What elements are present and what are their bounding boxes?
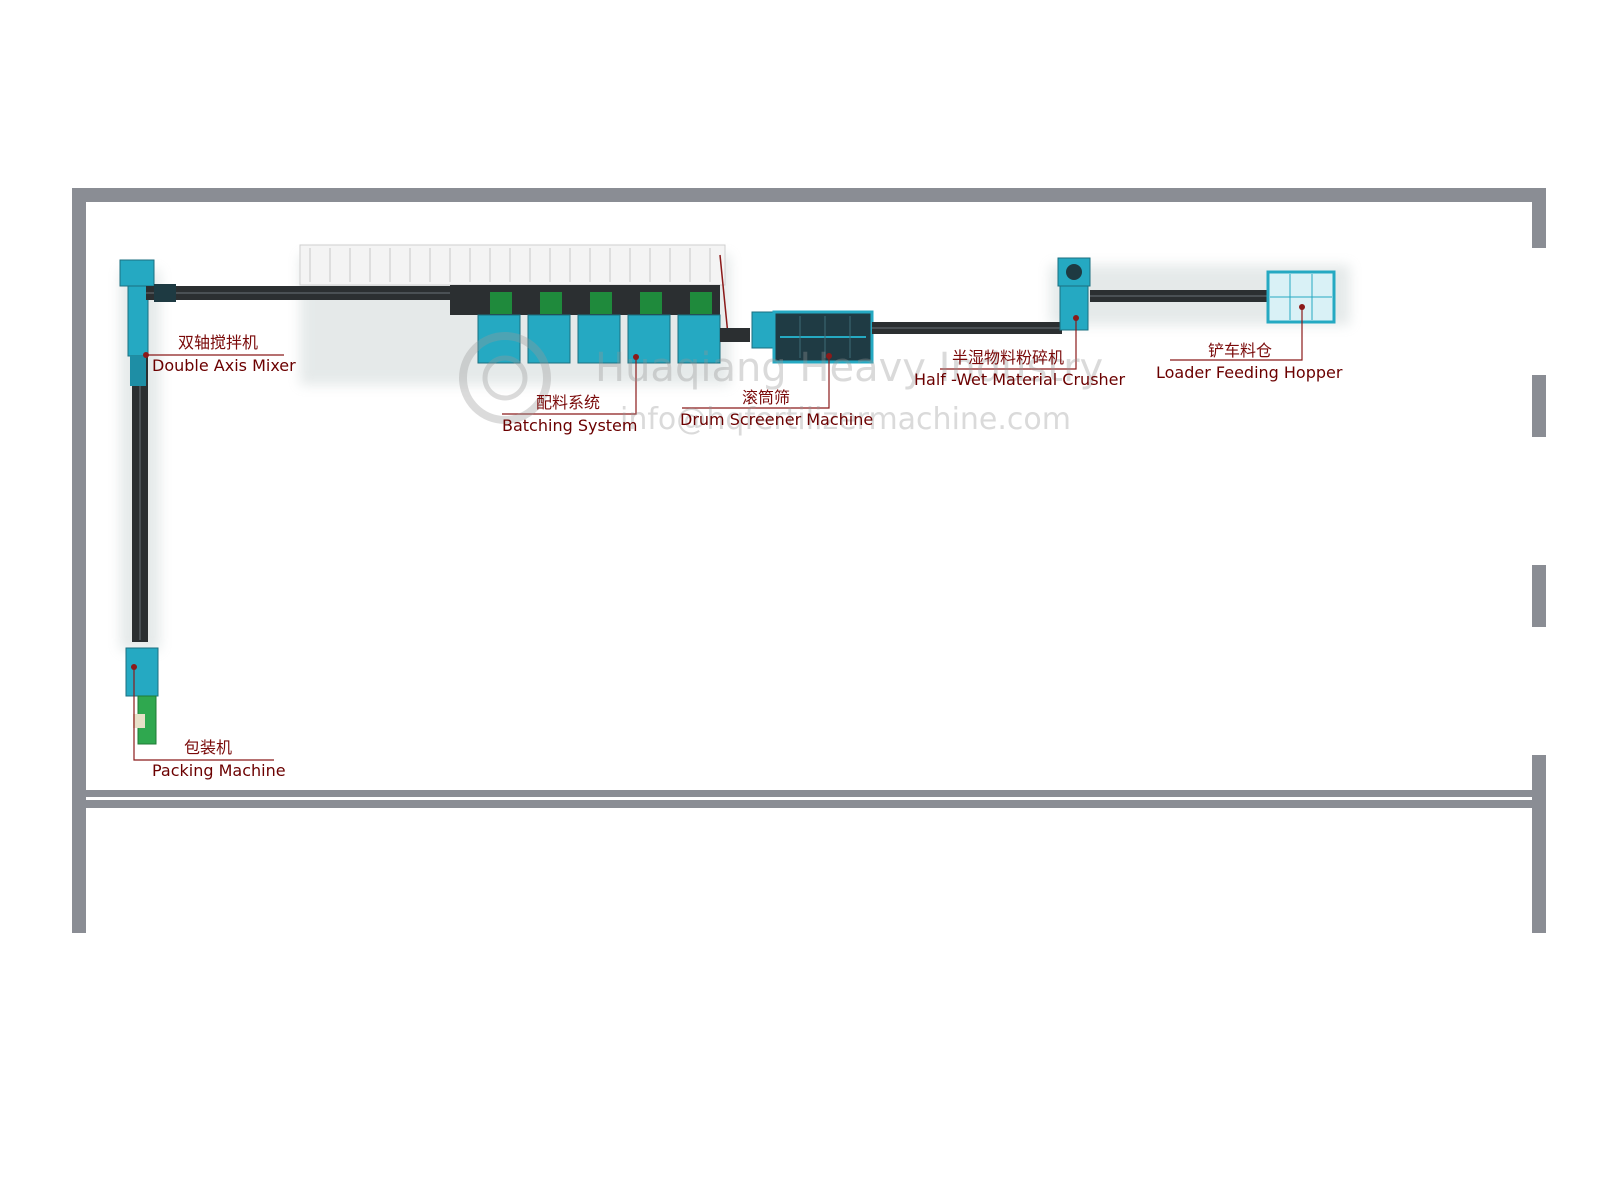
label-drum-zh: 滚筒筛 [742,388,791,407]
wall-right-seg3 [1532,565,1546,627]
watermark-logo [459,332,551,424]
crusher-conveyor [872,322,1062,334]
wall-right-top [1532,188,1546,248]
wall-left [72,188,86,933]
wall-bottom [86,800,1546,808]
label-hopper-en: Loader Feeding Hopper [1156,363,1343,382]
label-hopper-zh: 铲车料仓 [1208,341,1273,360]
leader-crusher [940,318,1077,370]
hopper-conveyor [1090,290,1270,302]
label-crusher-en: Half -Wet Material Crusher [914,370,1126,389]
drum-screener [751,310,874,364]
label-packing-en: Packing Machine [152,761,286,780]
half-wet-crusher [1057,257,1091,331]
watermark-email: info@hqfertilizermachine.com [620,402,1071,437]
label-drum-en: Drum Screener Machine [680,410,874,429]
wall-right-seg2 [1532,375,1546,437]
label-mixer-en: Double Axis Mixer [152,356,296,375]
label-batching-zh: 配料系统 [536,393,601,412]
label-crusher-zh: 半湿物料粉碎机 [952,348,1065,367]
floor-shadows [120,255,1350,650]
wall-top [72,188,1546,202]
loader-feeding-hopper [1266,270,1336,324]
wall-right-bottom [1532,755,1546,933]
building-walls [72,188,1546,933]
leader-hopper [1170,307,1303,361]
watermark-company: Huaqiang Heavy Industry [595,345,1104,391]
label-mixer-zh: 双轴搅拌机 [178,333,259,352]
packing-machine [125,647,159,745]
wall-inner-lower [86,790,1532,797]
batching-system [299,244,750,364]
leader-packing [133,667,274,761]
leader-drum [682,356,830,409]
leader-batching [502,357,637,415]
label-packing-zh: 包装机 [184,738,233,757]
double-axis-mixer [119,259,155,386]
top-conveyor [146,284,456,302]
label-batching-en: Batching System [502,416,638,435]
leader-lines [133,307,1303,761]
